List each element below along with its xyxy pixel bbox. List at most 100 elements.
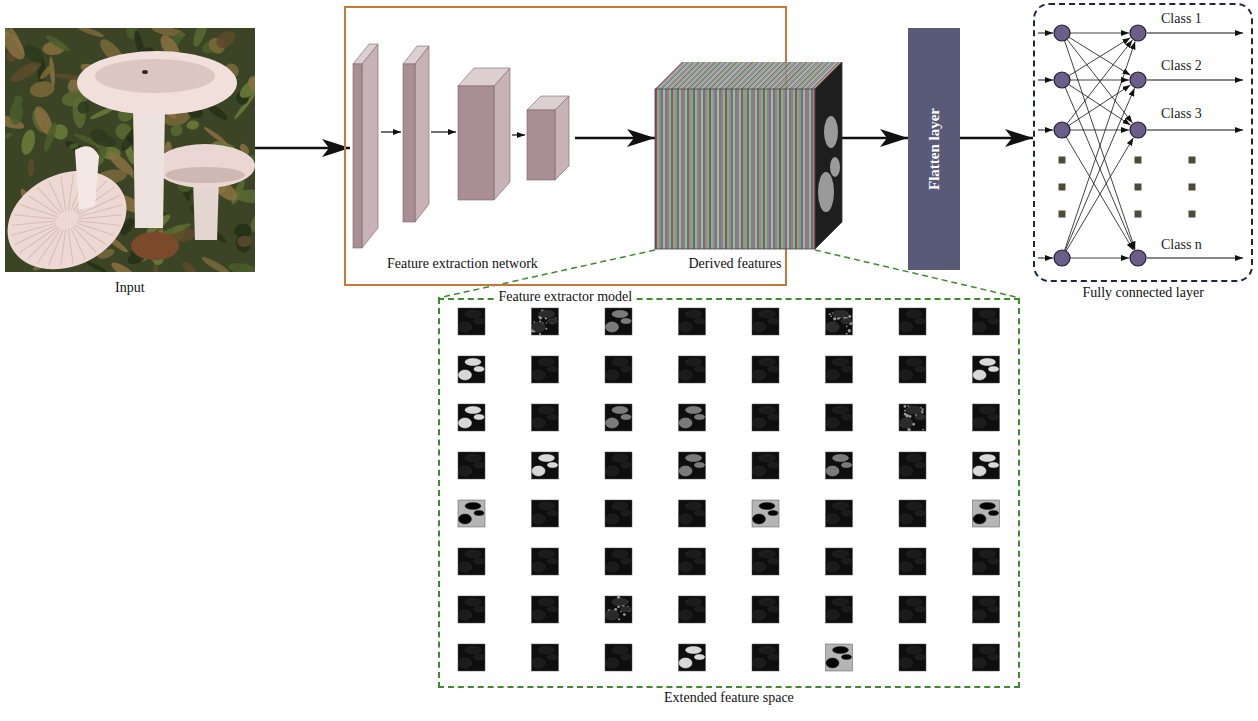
feature-map xyxy=(899,452,926,479)
feature-map xyxy=(679,308,706,335)
caption-text: Feature extractor model xyxy=(496,289,636,305)
feature-map xyxy=(532,548,559,575)
feature-map xyxy=(679,500,706,527)
caption-text: Input xyxy=(115,280,145,296)
caption-text: Derived features xyxy=(689,256,782,272)
feature-map xyxy=(973,644,1000,671)
feature-map xyxy=(899,308,926,335)
feature-map xyxy=(605,308,632,335)
flatten-layer: Flatten layer xyxy=(908,28,960,270)
feature-map xyxy=(752,452,779,479)
feature-map xyxy=(973,500,1000,527)
flow-arrow xyxy=(960,137,1033,140)
conv-slab xyxy=(403,46,429,222)
feature-map xyxy=(752,500,779,527)
mushroom-photo xyxy=(5,28,255,272)
feature-map xyxy=(752,596,779,623)
flow-arrow xyxy=(842,137,908,140)
label-anchor: Class 2 xyxy=(1161,58,1202,74)
conv-slab xyxy=(353,44,378,248)
feature-map xyxy=(605,356,632,383)
feature-map-grid xyxy=(458,308,1000,671)
feature-map xyxy=(679,404,706,431)
feature-map xyxy=(899,548,926,575)
feature-map xyxy=(826,548,853,575)
feature-map xyxy=(752,308,779,335)
class-label: Class 1 xyxy=(1161,11,1202,27)
feature-map xyxy=(532,644,559,671)
feature-map xyxy=(605,452,632,479)
feature-map xyxy=(973,596,1000,623)
input-image: Input xyxy=(5,28,255,272)
caption-text: Feature extraction network xyxy=(387,256,538,272)
feature-map xyxy=(531,308,558,335)
feature-map xyxy=(899,596,926,623)
flow-arrow xyxy=(575,137,655,140)
feature-map xyxy=(899,404,926,431)
conv-slab xyxy=(527,96,569,180)
feature-map xyxy=(679,596,706,623)
feature-map xyxy=(752,356,779,383)
network-block: Feature extraction network xyxy=(350,40,575,252)
feature-map xyxy=(826,500,853,527)
feature-map xyxy=(752,404,779,431)
feature-map xyxy=(605,596,632,623)
feature-map xyxy=(973,356,1000,383)
label-anchor: Class n xyxy=(1161,237,1202,253)
extractor-box: Feature extraction networkDerived featur… xyxy=(344,6,787,286)
feature-map xyxy=(532,452,559,479)
feature-map xyxy=(458,596,485,623)
feature-map xyxy=(605,404,632,431)
class-label: Class 2 xyxy=(1161,58,1202,74)
feature-map xyxy=(532,356,559,383)
class-label: Class 3 xyxy=(1161,106,1202,122)
label-anchor: Class 3 xyxy=(1161,106,1202,122)
feature-map xyxy=(826,452,853,479)
feature-map xyxy=(679,644,706,671)
feature-map xyxy=(458,356,485,383)
feature-map xyxy=(973,404,1000,431)
flow-arrow xyxy=(255,147,350,150)
feature-map xyxy=(826,644,853,671)
feature-map xyxy=(458,548,485,575)
feature-map xyxy=(458,644,485,671)
feature-map xyxy=(532,596,559,623)
caption-text: Fully connected layer xyxy=(1083,285,1204,301)
feature-map xyxy=(532,500,559,527)
caption-text: Extended feature space xyxy=(664,690,794,706)
feature-map xyxy=(973,308,1000,335)
feature-map xyxy=(752,644,779,671)
feature-map xyxy=(458,404,485,431)
feature-map xyxy=(973,452,1000,479)
feature-map xyxy=(679,356,706,383)
feature-map xyxy=(899,500,926,527)
feature-map xyxy=(826,596,853,623)
class-label: Class n xyxy=(1161,237,1202,253)
feature-cube-shape xyxy=(655,62,842,250)
feature-map xyxy=(826,404,853,431)
layer-label: Flatten layer xyxy=(926,108,942,190)
feature-map xyxy=(532,404,559,431)
feature-map xyxy=(679,548,706,575)
feature-map xyxy=(899,644,926,671)
conv-slab xyxy=(458,68,510,200)
feature-map xyxy=(458,500,485,527)
feature-map xyxy=(605,500,632,527)
feature-cube: Derived features xyxy=(655,62,842,250)
feature-space-box: Extended feature space xyxy=(438,298,1020,688)
feature-map xyxy=(458,452,485,479)
feature-map xyxy=(458,308,485,335)
feature-map xyxy=(605,548,632,575)
feature-map xyxy=(826,356,853,383)
feature-map xyxy=(899,356,926,383)
fc-layer-box: Fully connected layer xyxy=(1033,3,1253,282)
label-anchor: Class 1 xyxy=(1161,11,1202,27)
feature-map xyxy=(826,308,853,335)
neuron-network xyxy=(1038,25,1243,266)
conv-layers xyxy=(353,44,569,248)
feature-map xyxy=(605,644,632,671)
